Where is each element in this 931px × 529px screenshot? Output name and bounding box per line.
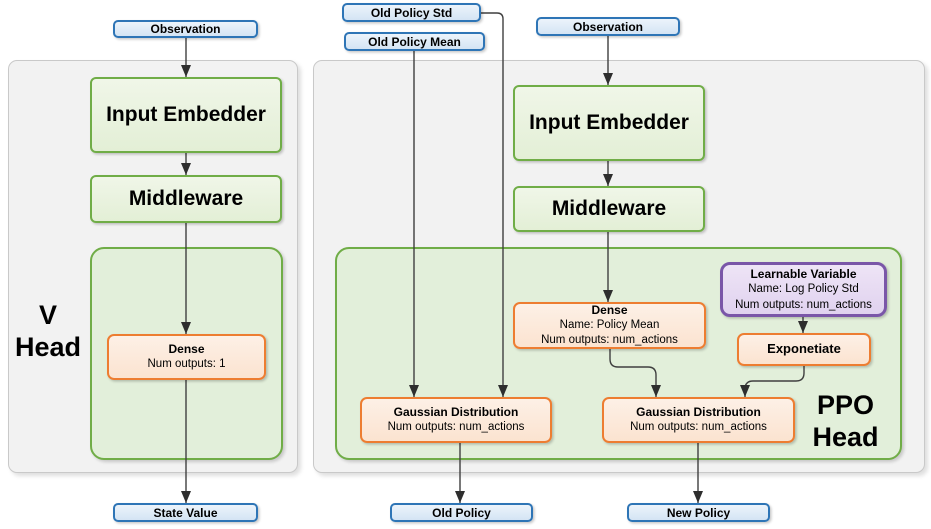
learnable-variable-node: Learnable Variable Name: Log Policy Std … (720, 262, 887, 317)
old-policy-mean-input: Old Policy Mean (344, 32, 485, 51)
arrow-dense-to-gaussian-new (609, 349, 661, 397)
middleware-ppo: Middleware (513, 186, 705, 232)
dense-outputs-v: Num outputs: 1 (147, 358, 226, 371)
ppo-head-title-line1: PPO (816, 390, 875, 420)
dense-name-ppo: Name: Policy Mean (559, 319, 660, 332)
ppo-head-title: PPO Head (798, 390, 893, 454)
learnable-variable-name: Name: Log Policy Std (748, 283, 859, 296)
input-embedder-v: Input Embedder (90, 77, 282, 153)
new-policy-output: New Policy (627, 503, 770, 522)
gaussian-old-title: Gaussian Distribution (393, 404, 519, 419)
old-policy-std-input: Old Policy Std (342, 3, 481, 22)
gaussian-distribution-new-node: Gaussian Distribution Num outputs: num_a… (602, 397, 795, 443)
learnable-variable-outputs: Num outputs: num_actions (735, 298, 872, 311)
gaussian-distribution-old-node: Gaussian Distribution Num outputs: num_a… (360, 397, 552, 443)
gaussian-new-title: Gaussian Distribution (636, 404, 761, 419)
observation-label-v: Observation (150, 22, 221, 36)
dense-node-v: Dense Num outputs: 1 (107, 334, 266, 380)
v-head-title: V Head (8, 300, 88, 364)
v-head-title-line2: Head (14, 331, 82, 362)
dense-outputs-ppo: Num outputs: num_actions (541, 334, 678, 347)
middleware-label-v: Middleware (128, 187, 244, 210)
observation-input-ppo: Observation (536, 17, 680, 36)
old-policy-std-label: Old Policy Std (370, 5, 453, 20)
old-policy-mean-label: Old Policy Mean (368, 34, 461, 49)
input-embedder-ppo: Input Embedder (513, 85, 705, 161)
state-value-label: State Value (153, 505, 218, 520)
old-policy-output-label: Old Policy (432, 505, 491, 520)
exponetiate-label: Exponetiate (767, 341, 841, 357)
arrow-old-policy-std-to-gaussian-old (481, 12, 508, 397)
exponetiate-node: Exponetiate (737, 333, 871, 366)
middleware-v: Middleware (90, 175, 282, 223)
arrow-exponetiate-to-gaussian-new (740, 366, 805, 397)
dense-node-ppo: Dense Name: Policy Mean Num outputs: num… (513, 302, 706, 349)
gaussian-old-outputs: Num outputs: num_actions (387, 421, 525, 434)
dense-title-ppo: Dense (591, 302, 628, 317)
state-value-output: State Value (113, 503, 258, 522)
old-policy-output: Old Policy (390, 503, 533, 522)
input-embedder-label-v: Input Embedder (106, 103, 266, 126)
learnable-variable-title: Learnable Variable (750, 266, 857, 281)
v-head-title-line1: V (38, 300, 57, 330)
new-policy-output-label: New Policy (666, 505, 731, 520)
observation-input-v: Observation (113, 20, 258, 38)
gaussian-new-outputs: Num outputs: num_actions (630, 421, 767, 434)
ppo-head-title-line2: Head (812, 421, 879, 452)
observation-label-ppo: Observation (572, 19, 644, 34)
dense-title-v: Dense (168, 341, 205, 356)
middleware-label-ppo: Middleware (551, 197, 667, 220)
input-embedder-label-ppo: Input Embedder (529, 111, 689, 134)
